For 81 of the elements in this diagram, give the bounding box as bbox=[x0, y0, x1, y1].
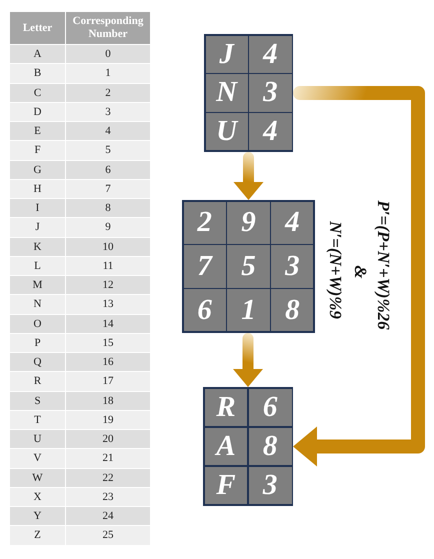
table-cell: 21 bbox=[66, 449, 150, 468]
table-cell: 1 bbox=[66, 64, 150, 82]
table-cell: G bbox=[10, 160, 65, 179]
table-cell: X bbox=[10, 488, 65, 506]
table-cell: N bbox=[10, 295, 65, 314]
grid-cell: F bbox=[204, 466, 248, 504]
table-cell: 0 bbox=[66, 45, 150, 64]
table-cell: J bbox=[10, 218, 65, 236]
formula-label: N′=(N+W)%9 bbox=[325, 221, 345, 319]
table-cell: 24 bbox=[66, 507, 150, 526]
grid-cell: 1 bbox=[227, 289, 270, 332]
table-cell: W bbox=[10, 468, 65, 487]
grid-cell: 4 bbox=[271, 202, 314, 244]
table-cell: 19 bbox=[66, 410, 150, 429]
table-cell: 12 bbox=[66, 276, 150, 294]
table-cell: E bbox=[10, 122, 65, 140]
grid-cell: U bbox=[206, 113, 248, 150]
table-cell: I bbox=[10, 199, 65, 218]
table-cell: C bbox=[10, 84, 65, 102]
table-cell: Z bbox=[10, 526, 65, 544]
grid-frame bbox=[182, 200, 315, 333]
column-header: Corresponding Number bbox=[66, 12, 150, 44]
table-cell: 16 bbox=[66, 353, 150, 372]
table-cell: Y bbox=[10, 507, 65, 526]
formula-label: P′=(P+N′+W)%26 bbox=[373, 200, 393, 330]
table-cell: 10 bbox=[66, 238, 150, 256]
table-cell: 15 bbox=[66, 334, 150, 352]
table-cell: L bbox=[10, 256, 65, 275]
grid-cell: 6 bbox=[248, 388, 292, 426]
grid-cell: 7 bbox=[184, 245, 226, 288]
table-cell: K bbox=[10, 238, 65, 256]
table-cell: P bbox=[10, 334, 65, 352]
table-cell: 6 bbox=[66, 160, 150, 179]
grid-cell: 3 bbox=[249, 74, 292, 112]
grid-cell: 4 bbox=[249, 36, 292, 73]
table-cell: H bbox=[10, 180, 65, 198]
table-cell: A bbox=[10, 45, 65, 64]
grid-cell: R bbox=[204, 388, 248, 426]
table-cell: 23 bbox=[66, 488, 150, 506]
grid-cell: 6 bbox=[184, 289, 226, 332]
grid-frame bbox=[204, 34, 293, 152]
table-cell: 18 bbox=[66, 392, 150, 410]
table-cell: 7 bbox=[66, 180, 150, 198]
table-cell: 5 bbox=[66, 141, 150, 160]
grid-cell: 3 bbox=[248, 466, 292, 504]
table-cell: 8 bbox=[66, 199, 150, 218]
table-cell: 3 bbox=[66, 102, 150, 121]
table-cell: 2 bbox=[66, 84, 150, 102]
table-cell: 14 bbox=[66, 314, 150, 333]
table-cell: 25 bbox=[66, 526, 150, 544]
grid-cell: N bbox=[206, 74, 248, 112]
column-header: Letter bbox=[10, 12, 65, 44]
table-cell: 13 bbox=[66, 295, 150, 314]
table-cell: T bbox=[10, 410, 65, 429]
grid-cell: 3 bbox=[271, 245, 314, 288]
table-cell: M bbox=[10, 276, 65, 294]
grid-cell: 4 bbox=[249, 113, 292, 150]
table-cell: S bbox=[10, 392, 65, 410]
table-cell: D bbox=[10, 102, 65, 121]
table-cell: B bbox=[10, 64, 65, 82]
table-cell: U bbox=[10, 430, 65, 448]
grid-cell: 2 bbox=[184, 202, 226, 244]
table-cell: O bbox=[10, 314, 65, 333]
table-cell: 22 bbox=[66, 468, 150, 487]
table-cell: 20 bbox=[66, 430, 150, 448]
grid-cell: J bbox=[206, 36, 248, 73]
table-cell: R bbox=[10, 372, 65, 390]
grid-cell: A bbox=[204, 428, 248, 466]
table-cell: 4 bbox=[66, 122, 150, 140]
table-cell: V bbox=[10, 449, 65, 468]
table-cell: Q bbox=[10, 353, 65, 372]
table-cell: 11 bbox=[66, 256, 150, 275]
table-cell: 17 bbox=[66, 372, 150, 390]
grid-cell: 8 bbox=[271, 289, 314, 332]
grid-cell: 8 bbox=[248, 428, 292, 466]
conjunction-label: & bbox=[350, 265, 370, 279]
grid-cell: 9 bbox=[227, 202, 270, 244]
grid-cell: 5 bbox=[227, 245, 270, 288]
table-cell: 9 bbox=[66, 218, 150, 236]
table-cell: F bbox=[10, 141, 65, 160]
grid-frame bbox=[203, 387, 293, 506]
